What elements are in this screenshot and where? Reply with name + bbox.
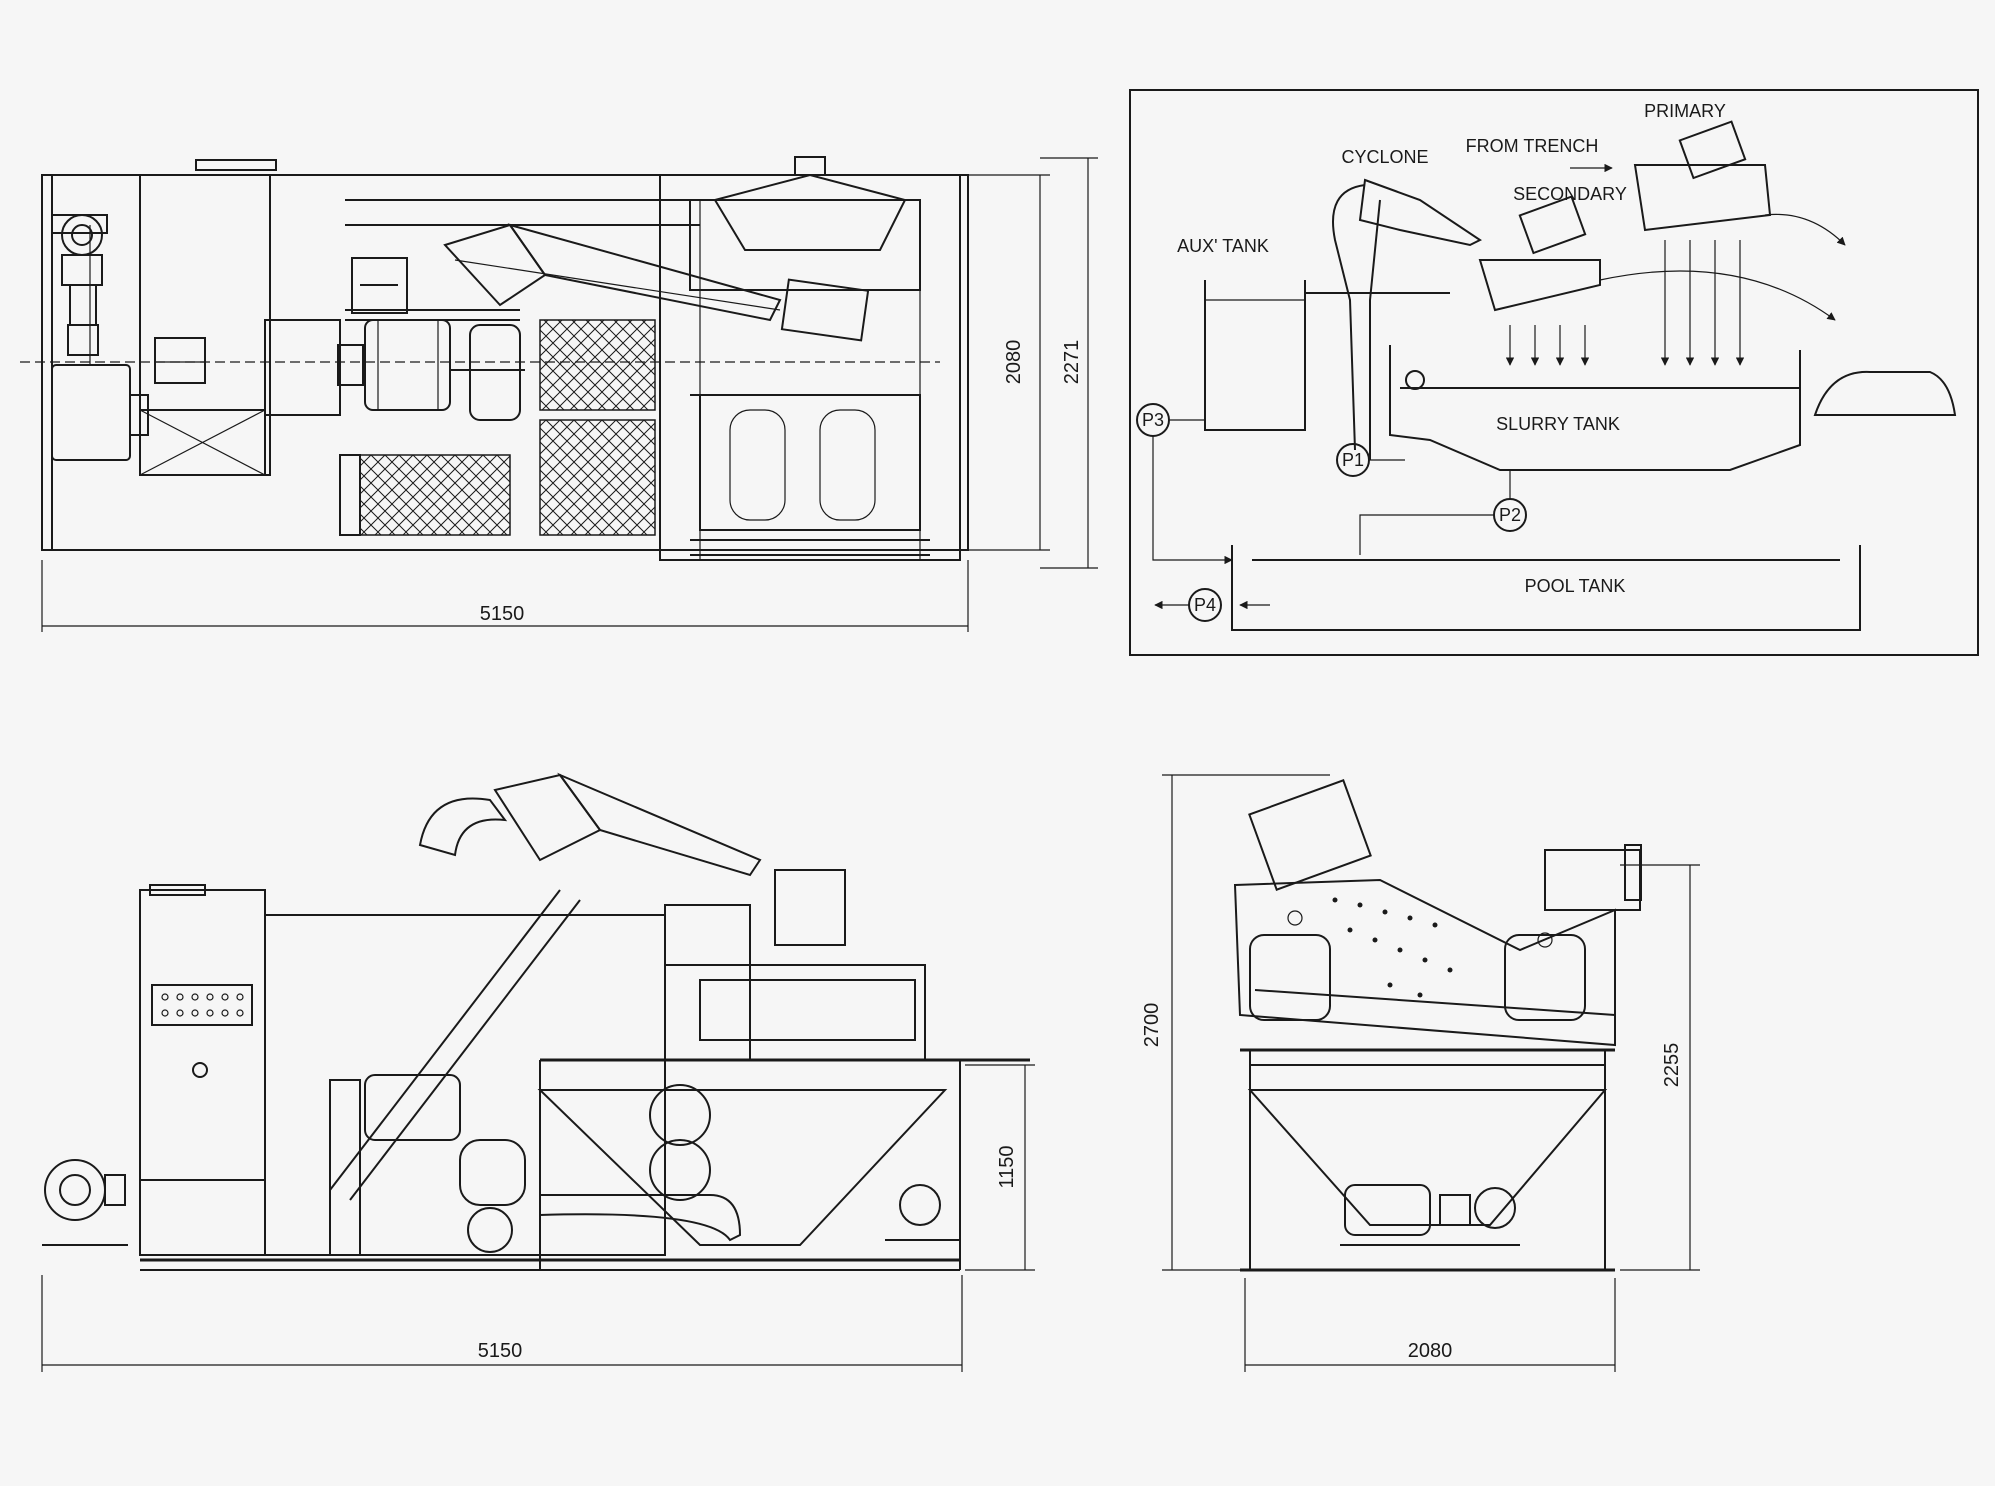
label-slurry-tank: SLURRY TANK <box>1496 414 1620 434</box>
side-elevation: 5150 1150 <box>41 772 1035 1372</box>
label-cyclone: CYCLONE <box>1341 147 1428 167</box>
plan-dim-length: 5150 <box>480 603 525 625</box>
label-aux-tank: AUX' TANK <box>1177 236 1269 256</box>
cyclone-plan <box>443 223 870 342</box>
label-pool-tank: POOL TANK <box>1525 576 1626 596</box>
pump-p2: P2 <box>1499 505 1521 525</box>
pump-p3: P3 <box>1142 410 1164 430</box>
plan-dim-width-inner: 2080 <box>1003 340 1025 385</box>
label-secondary: SECONDARY <box>1513 184 1627 204</box>
end-dim-width: 2080 <box>1408 1340 1453 1362</box>
plan-dim-width-outer: 2271 <box>1061 340 1083 385</box>
pump-p4: P4 <box>1194 595 1216 615</box>
side-dim-length: 5150 <box>478 1340 523 1362</box>
plan-view: 5150 2080 2271 <box>20 156 1098 632</box>
end-dim-height-overall: 2700 <box>1141 1003 1163 1048</box>
pump-p1: P1 <box>1342 450 1364 470</box>
pump-motor-assembly <box>51 214 149 461</box>
indicator-lights <box>161 993 244 1017</box>
label-from-trench: FROM TRENCH <box>1466 136 1599 156</box>
screen-perforations <box>1332 897 1453 998</box>
end-elevation: 2080 2700 2255 <box>1141 774 1700 1372</box>
end-dim-height-frame: 2255 <box>1661 1043 1683 1088</box>
process-flow-diagram: POOL TANK SLURRY TANK AUX' TANK CYCLONE … <box>1129 89 1979 656</box>
side-dim-height: 1150 <box>996 1145 1018 1188</box>
label-primary: PRIMARY <box>1644 101 1726 121</box>
